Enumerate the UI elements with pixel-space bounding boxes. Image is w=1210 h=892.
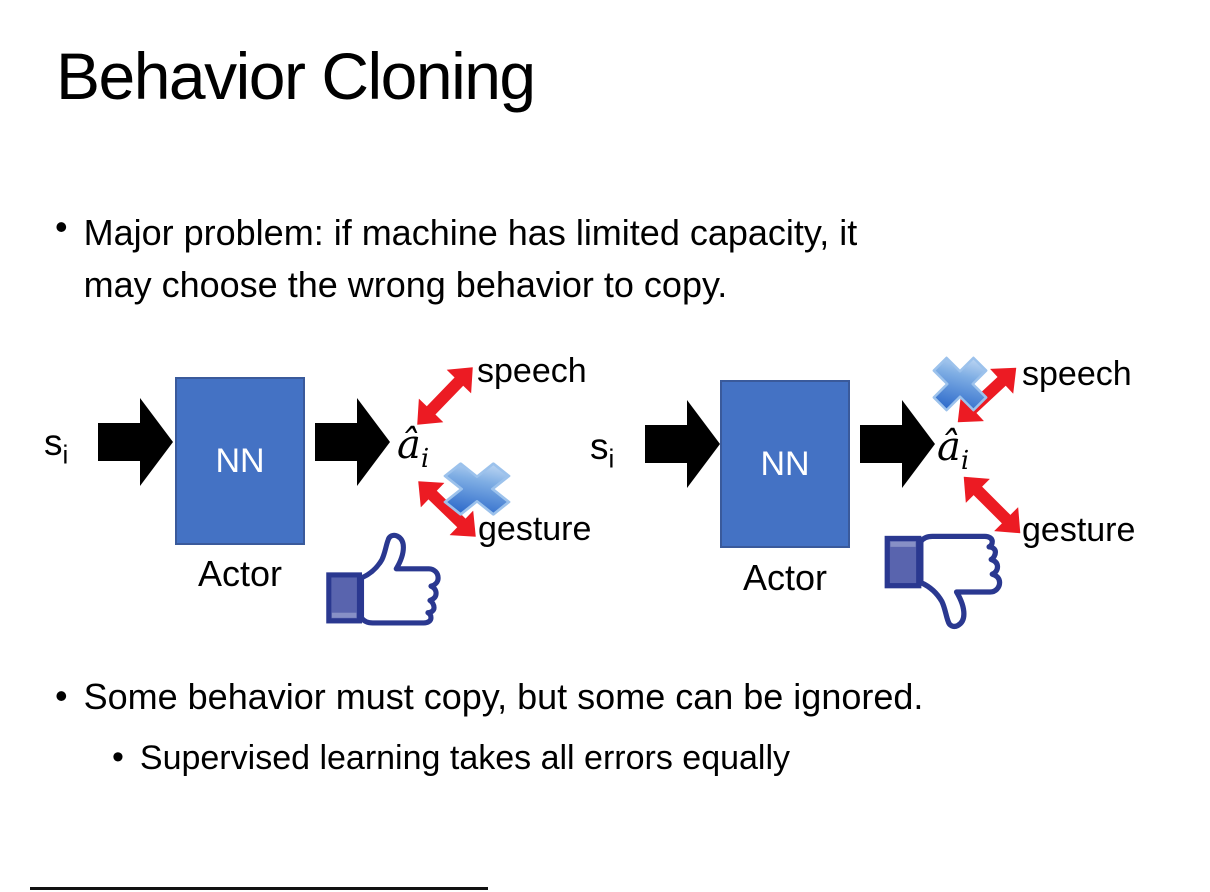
state-label-right: si: [590, 426, 615, 474]
speech-label-right: speech: [1022, 355, 1132, 393]
bullet-supervised-text: Supervised learning takes all errors equ…: [139, 739, 791, 777]
blue-cross-icon: [438, 458, 516, 520]
action-label-left: âi: [397, 422, 430, 474]
gesture-label-right: gesture: [1022, 511, 1136, 549]
bullet-marker: •: [55, 206, 68, 247]
bullet-marker: •: [112, 738, 124, 776]
action-subscript-left: i: [420, 444, 430, 474]
blue-cross-icon: [928, 352, 992, 416]
slide-title: Behavior Cloning: [56, 39, 536, 113]
nn-box-left: NN: [175, 377, 305, 545]
double-arrow-gesture-right-icon: [952, 465, 1033, 546]
right-block-arrow-icon: [645, 400, 720, 488]
bullet-line-2: may choose the wrong behavior to copy.: [83, 263, 728, 305]
gesture-label-left: gesture: [478, 510, 592, 548]
bullet-some-behavior-text: Some behavior must copy, but some can be…: [83, 676, 924, 717]
bullet-line-1: Major problem: if machine has limited ca…: [83, 212, 858, 253]
actor-label-left: Actor: [197, 553, 283, 594]
thumbs-up-icon: [322, 532, 448, 626]
bullet-major-problem-text: Major problem: if machine has limited ca…: [84, 207, 1094, 311]
right-block-arrow-icon: [98, 398, 173, 486]
right-block-arrow-icon: [860, 400, 935, 488]
bullet-major-problem: • Major problem: if machine has limited …: [55, 207, 1094, 311]
double-arrow-gesture-left-icon: [406, 469, 487, 549]
action-subscript-right: i: [960, 446, 970, 476]
nn-label-right: NN: [760, 444, 810, 483]
right-block-arrow-icon: [315, 398, 390, 486]
bullet-some-behavior: • Some behavior must copy, but some can …: [55, 676, 923, 718]
bottom-crop-line: [30, 887, 488, 890]
bullet-marker: •: [55, 675, 68, 716]
nn-box-right: NN: [720, 380, 850, 548]
speech-label-left: speech: [477, 352, 587, 390]
actor-label-right: Actor: [742, 557, 828, 598]
state-subscript-right: i: [608, 443, 615, 474]
state-label-left: si: [44, 422, 69, 470]
bullet-supervised: • Supervised learning takes all errors e…: [112, 738, 791, 778]
double-arrow-speech-left-icon: [405, 355, 485, 436]
action-label-right: âi: [937, 424, 970, 476]
state-subscript-left: i: [62, 439, 69, 470]
thumbs-down-icon: [882, 533, 1008, 630]
nn-label-left: NN: [215, 441, 265, 480]
